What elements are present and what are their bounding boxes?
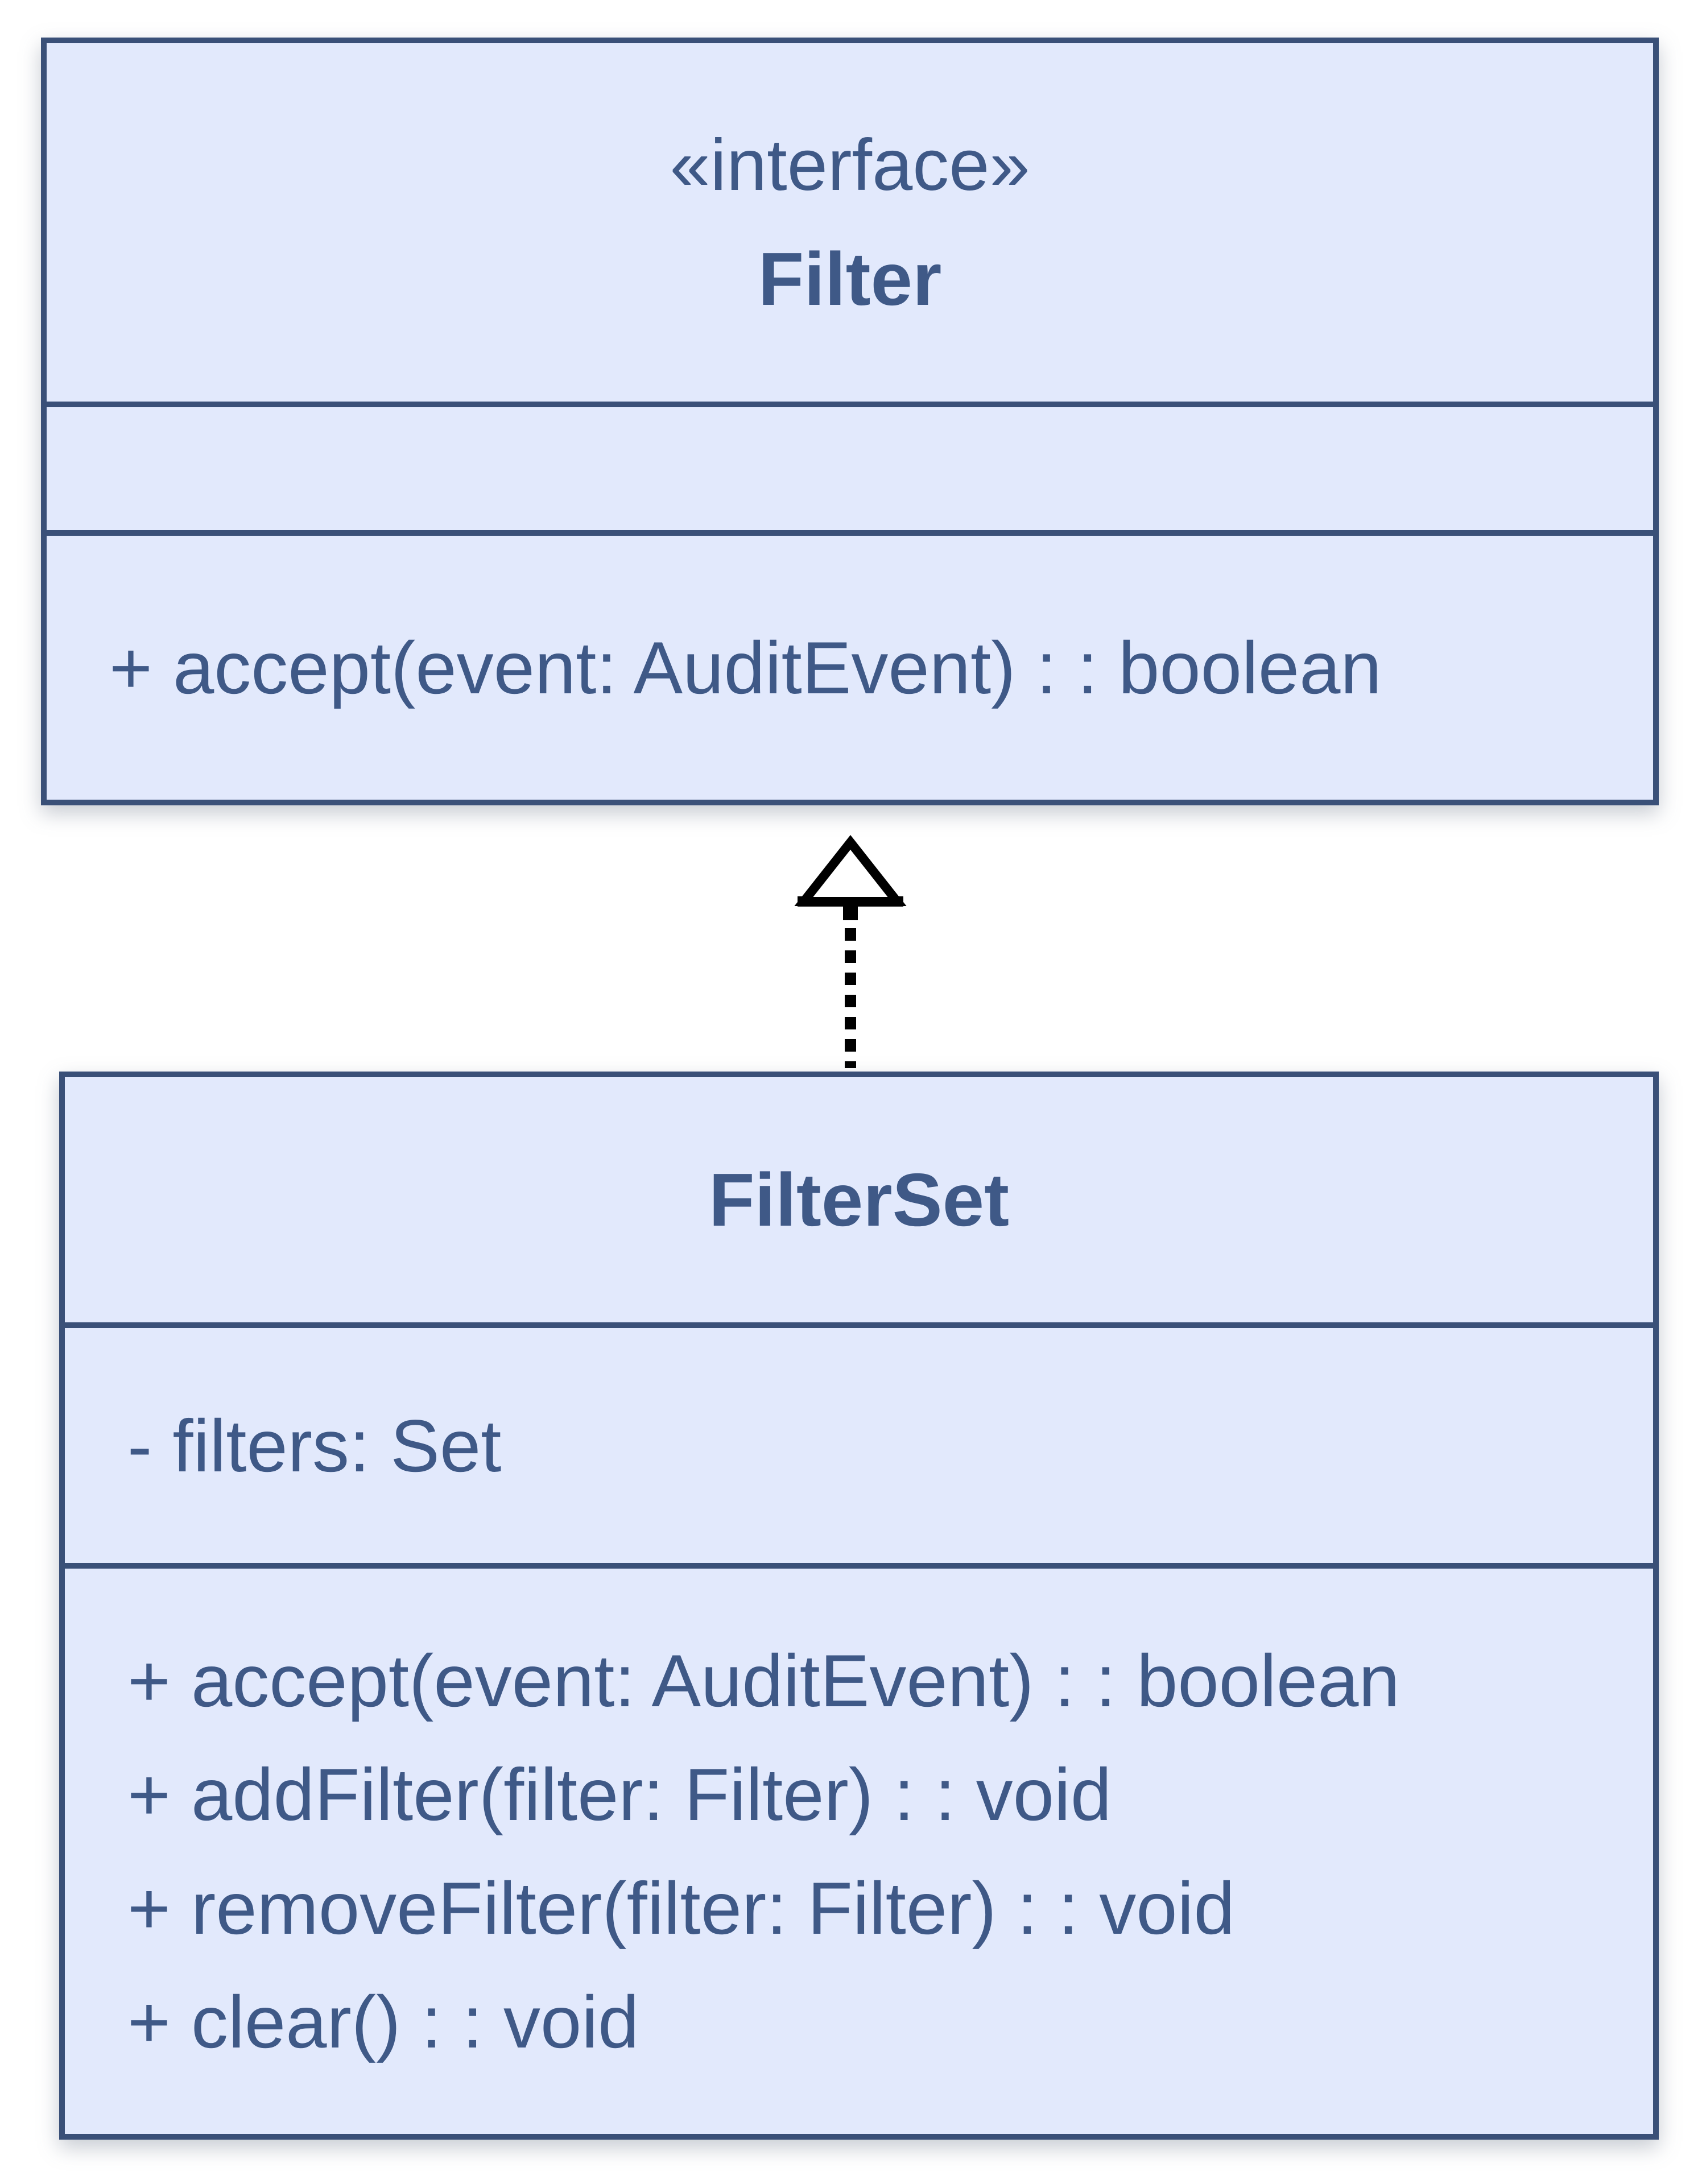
interface-method-accept: + accept(event: AuditEvent) : : boolean [109, 626, 1382, 709]
filterset-method-removefilter: + removeFilter(filter: Filter) : : void [127, 1867, 1235, 1950]
filterset-class-box: FilterSet - filters: Set + accept(event:… [59, 1072, 1659, 2140]
filterset-name: FilterSet [708, 1157, 1010, 1242]
interface-filter-box: «interface» Filter + accept(event: Audit… [41, 38, 1659, 805]
interface-attributes-compartment [47, 402, 1653, 530]
hollow-triangle-arrowhead [794, 835, 907, 906]
interface-name: Filter [758, 237, 942, 321]
filterset-header-compartment: FilterSet [65, 1077, 1653, 1322]
filterset-methods-compartment: + accept(event: AuditEvent) : : boolean … [65, 1563, 1653, 2134]
filterset-method-addfilter: + addFilter(filter: Filter) : : void [127, 1753, 1112, 1836]
filterset-attribute-filters: - filters: Set [127, 1404, 502, 1487]
filterset-method-clear: + clear() : : void [127, 1980, 639, 2063]
interface-methods-compartment: + accept(event: AuditEvent) : : boolean [47, 530, 1653, 800]
interface-header-compartment: «interface» Filter [47, 43, 1653, 402]
filterset-method-accept: + accept(event: AuditEvent) : : boolean [127, 1639, 1400, 1722]
filterset-attributes-compartment: - filters: Set [65, 1322, 1653, 1563]
interface-stereotype: «interface» [670, 125, 1030, 206]
